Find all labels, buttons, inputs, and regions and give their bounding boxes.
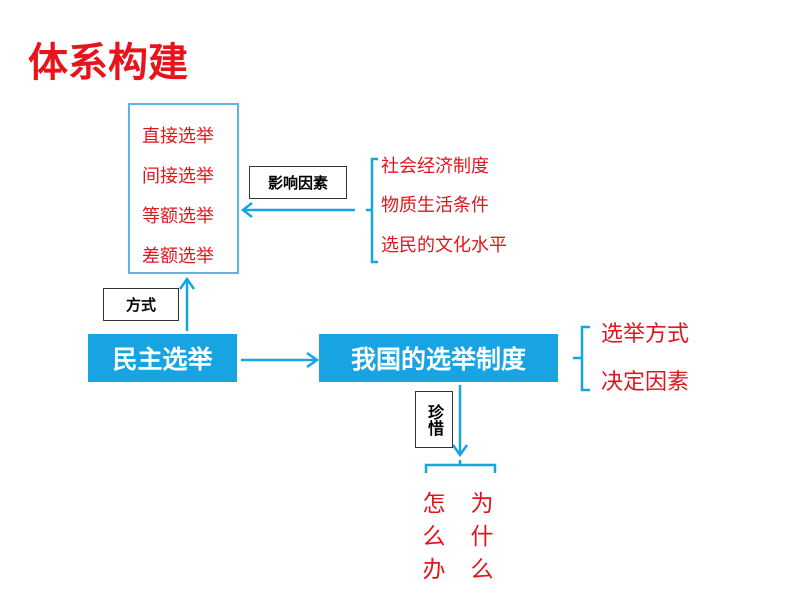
factor-item: 社会经济制度 — [381, 156, 489, 177]
method-item: 直接选举 — [142, 126, 214, 147]
system-part: 决定因素 — [601, 370, 690, 395]
factor-item: 物质生活条件 — [381, 195, 489, 216]
cherish-arrow — [451, 385, 469, 458]
factor-item: 选民的文化水平 — [381, 235, 507, 256]
method-item: 差额选举 — [142, 246, 214, 267]
election-system-box: 我国的选举制度 — [319, 334, 558, 382]
system-arrow — [241, 351, 320, 369]
why-text: 为什么 — [470, 491, 494, 583]
democratic-election-box: 民主选举 — [88, 334, 237, 382]
how-text: 怎么办 — [422, 491, 446, 583]
method-item: 间接选举 — [142, 166, 214, 187]
influence-arrow — [240, 202, 355, 218]
page-title: 体系构建 — [28, 40, 188, 86]
method-label: 方式 — [103, 288, 179, 321]
factors-brace — [366, 157, 378, 264]
system-part: 选举方式 — [601, 322, 690, 347]
answers-bracket — [424, 460, 497, 473]
method-item: 等额选举 — [142, 206, 214, 227]
cherish-label: 珍惜 — [415, 391, 453, 448]
system-brace — [573, 325, 590, 392]
election-methods-box: 直接选举 间接选举 等额选举 差额选举 — [128, 103, 239, 274]
method-arrow — [178, 276, 196, 331]
influence-label: 影响因素 — [249, 166, 347, 199]
